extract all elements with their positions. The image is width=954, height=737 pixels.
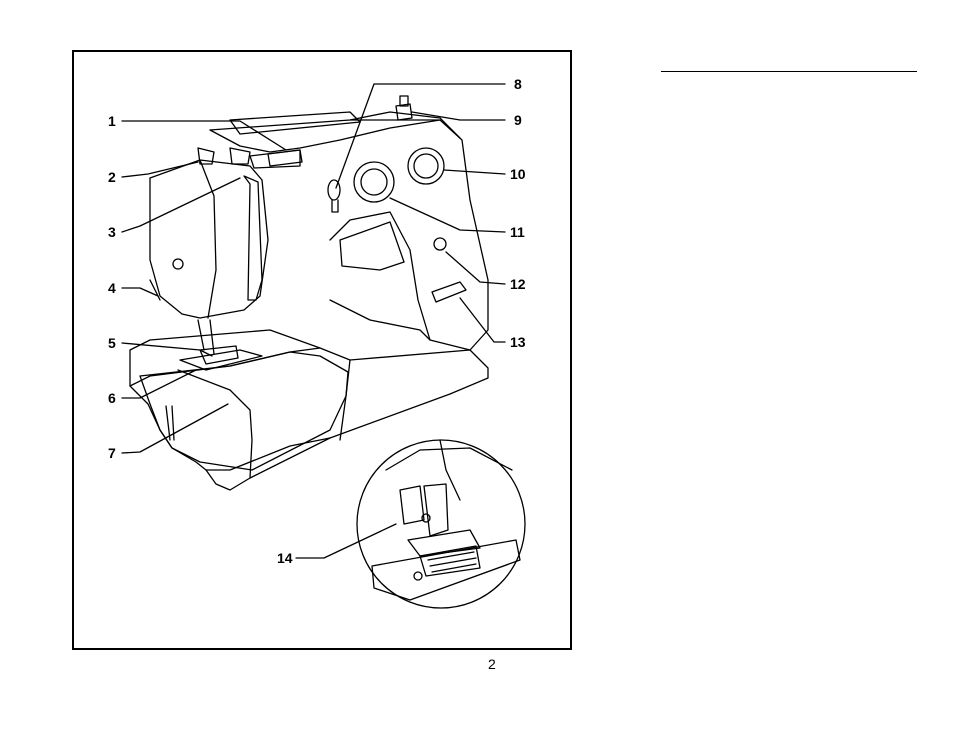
callout-10: 10 <box>510 166 526 182</box>
callout-8: 8 <box>514 76 522 92</box>
presser-foot-detail-inset <box>357 440 525 608</box>
page-number: 2 <box>488 656 496 672</box>
callout-13: 13 <box>510 334 526 350</box>
stitch-length-knob <box>354 162 394 202</box>
callout-11: 11 <box>510 224 525 240</box>
callout-14: 14 <box>277 550 293 566</box>
callout-2: 2 <box>108 169 116 185</box>
accessory-cover <box>140 352 348 470</box>
callout-3: 3 <box>108 224 116 240</box>
callout-4: 4 <box>108 280 116 296</box>
callout-12: 12 <box>510 276 526 292</box>
callout-6: 6 <box>108 390 116 406</box>
callout-1: 1 <box>108 113 116 129</box>
reverse-button <box>434 238 446 250</box>
callout-5: 5 <box>108 335 116 351</box>
callout-7: 7 <box>108 445 116 461</box>
callout-9: 9 <box>514 112 522 128</box>
